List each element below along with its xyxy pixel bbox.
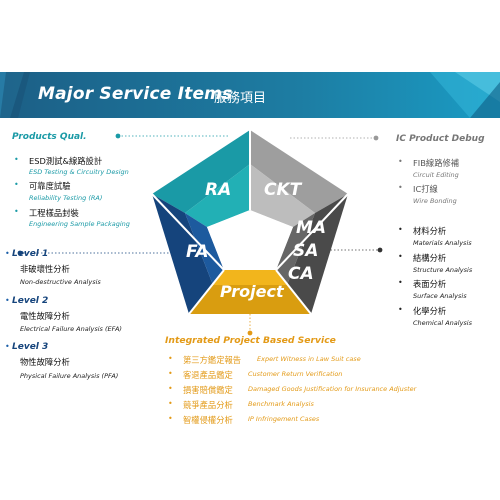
bullet: •	[168, 369, 173, 378]
materials-item-zh: 結構分析	[413, 253, 447, 263]
integrated-item-zh: 損害賠償鑑定	[183, 385, 233, 395]
level-1-zh: 非破壞性分析	[20, 264, 70, 274]
integrated-item-en: IP Infringement Cases	[248, 415, 320, 423]
bullet: •	[398, 278, 403, 287]
bullet: •	[168, 414, 173, 423]
level-2-en: Electrical Failure Analysis (EFA)	[20, 325, 122, 333]
level-2-zh: 電性故障分析	[20, 311, 70, 321]
ic-item-en: Circuit Editing	[413, 171, 459, 179]
label-sa: SA	[293, 241, 319, 261]
segment-project-outer	[189, 285, 311, 314]
label-fa: FA	[186, 242, 209, 262]
bullet: •	[398, 157, 403, 166]
bullet: •	[398, 225, 403, 234]
bullet: •	[5, 342, 10, 351]
materials-item-en: Structure Analysis	[413, 266, 473, 274]
bullet: •	[5, 296, 10, 305]
ic-item-zh: FIB線路修補	[413, 158, 460, 168]
integrated-item-en: Customer Return Verification	[248, 370, 343, 378]
materials-item-zh: 材料分析	[413, 226, 447, 236]
level-3-zh: 物性故障分析	[20, 357, 70, 367]
page-title: Major Service Items	[38, 84, 233, 104]
bullet: •	[398, 183, 403, 192]
bullet: •	[398, 305, 403, 314]
page-subtitle: 服務項目	[214, 91, 267, 106]
segment-ckt-outer	[250, 130, 348, 213]
integrated-item-en: Damaged Goods Justification for Insuranc…	[248, 385, 417, 393]
ic-item-zh: IC打線	[413, 184, 438, 194]
connector-dot-ic	[373, 135, 379, 141]
bullet: •	[14, 155, 19, 164]
bullet: •	[168, 399, 173, 408]
integrated-heading: Integrated Project Based Service	[165, 335, 336, 346]
level-1-label: Level 1	[12, 249, 49, 259]
integrated-item-zh: 第三方鑑定報告	[183, 355, 242, 365]
bullet: •	[168, 354, 173, 363]
connector-dot-materials	[377, 247, 383, 253]
bullet: •	[14, 207, 19, 216]
segment-fa-outer	[152, 194, 213, 314]
materials-item-en: Chemical Analysis	[413, 319, 473, 327]
level-3-en: Physical Failure Analysis (PFA)	[20, 372, 119, 380]
integrated-item-zh: 智權侵權分析	[183, 415, 233, 425]
products-item-zh: ESD測試&線路設計	[29, 156, 103, 166]
integrated-item-zh: 競爭產品分析	[183, 400, 233, 410]
level-2-label: Level 2	[12, 296, 49, 306]
level-3-label: Level 3	[12, 342, 49, 352]
materials-item-en: Materials Analysis	[413, 239, 472, 247]
header-banner	[0, 72, 500, 118]
products-item-zh: 工程樣品封裝	[29, 208, 79, 218]
products-item-en: Reliability Testing (RA)	[29, 194, 103, 202]
products-item-zh: 可靠度試驗	[29, 181, 71, 191]
segment-ma-outer	[287, 194, 348, 314]
pentagon-center	[207, 210, 293, 270]
label-ma: MA	[296, 218, 327, 238]
ic-debug-heading: IC Product Debug	[396, 134, 485, 144]
label-ra: RA	[205, 180, 232, 200]
integrated-item-en: Benchmark Analysis	[248, 400, 314, 408]
materials-item-en: Surface Analysis	[413, 292, 467, 300]
connector-dot-products	[115, 133, 121, 139]
products-item-en: Engineering Sample Packaging	[29, 220, 130, 228]
bullet: •	[168, 384, 173, 393]
segment-ckt-face	[250, 164, 315, 227]
banner-background	[0, 72, 500, 118]
segment-project-face	[213, 270, 287, 285]
ic-item-en: Wire Bonding	[413, 197, 457, 205]
connector-dot-levels	[17, 250, 23, 256]
materials-item-zh: 表面分析	[413, 279, 447, 289]
label-project: Project	[220, 282, 284, 301]
products-item-en: ESD Testing & Circuitry Design	[29, 168, 129, 176]
integrated-item-en: Expert Witness in Law Suit case	[257, 355, 361, 363]
segment-ra-outer	[152, 130, 250, 213]
connector-dot-integrated	[247, 330, 253, 336]
level-1-en: Non-destructive Analysis	[20, 278, 101, 286]
segment-ra-face	[185, 164, 250, 227]
products-qual-heading: Products Qual.	[12, 132, 87, 142]
materials-item-zh: 化學分析	[413, 306, 447, 316]
label-ckt: CKT	[264, 180, 302, 200]
bullet: •	[398, 252, 403, 261]
label-ca: CA	[288, 264, 314, 284]
integrated-item-zh: 客退產品鑑定	[183, 370, 233, 380]
bullet: •	[5, 249, 10, 258]
bullet: •	[14, 180, 19, 189]
